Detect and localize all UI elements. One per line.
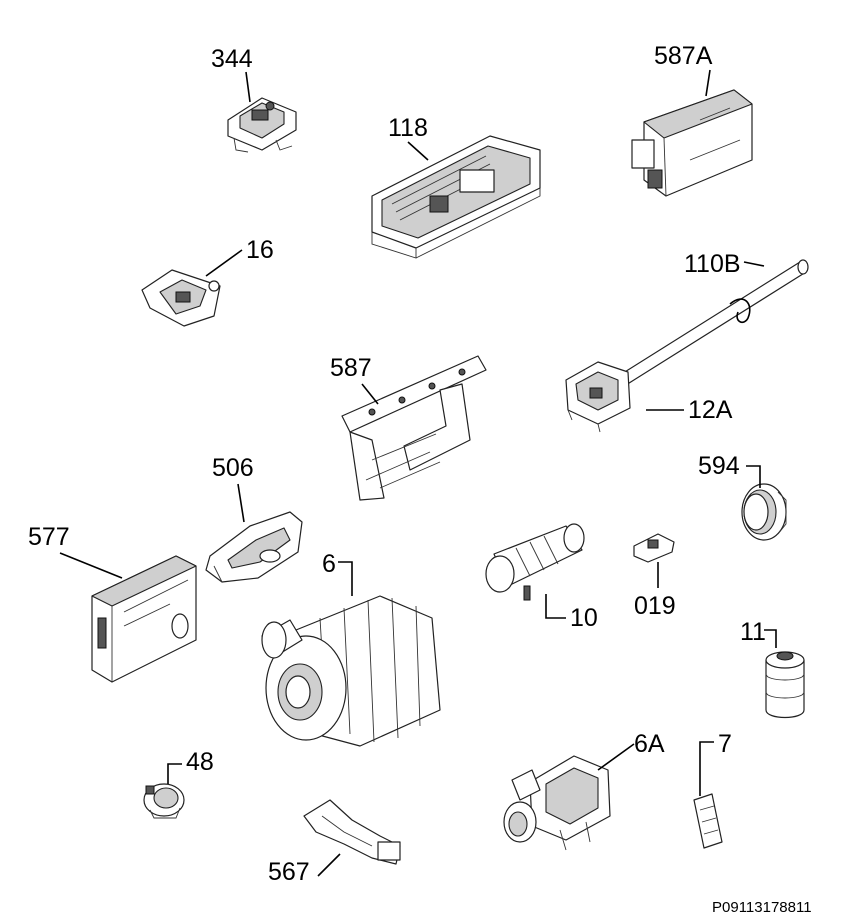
reference-number: P09113178811 [712, 899, 812, 916]
leader-48 [167, 763, 182, 784]
leader-16 [205, 249, 243, 277]
part-16-drawing [141, 269, 221, 327]
label-577: 577 [28, 523, 70, 551]
part-019-drawing [633, 533, 675, 563]
part-6-drawing [261, 595, 441, 747]
leader-587A [705, 69, 711, 97]
leader-567 [317, 853, 341, 877]
leader-6 [338, 561, 353, 596]
part-567-drawing [303, 799, 401, 865]
leader-506 [237, 483, 245, 523]
part-344-drawing [227, 97, 297, 153]
part-10-drawing [485, 523, 585, 601]
part-506-drawing [205, 511, 303, 583]
label-12A: 12A [688, 396, 733, 424]
leader-7 [699, 741, 714, 796]
part-11-drawing [765, 651, 805, 719]
label-567: 567 [268, 858, 310, 886]
label-6A: 6A [634, 730, 665, 758]
leader-6A [597, 743, 635, 771]
label-118: 118 [388, 114, 428, 142]
label-110B: 110B [684, 250, 741, 278]
label-16: 16 [246, 236, 274, 264]
part-7-drawing [693, 793, 723, 849]
leader-11 [764, 629, 777, 648]
label-019: 019 [634, 592, 676, 620]
label-48: 48 [186, 748, 214, 776]
label-587A: 587A [654, 42, 713, 70]
part-6A-drawing [503, 755, 611, 851]
label-587: 587 [330, 354, 372, 382]
label-10: 10 [570, 604, 598, 632]
part-12A-drawing [565, 361, 631, 433]
part-118-drawing [371, 135, 541, 259]
leader-110B [743, 261, 765, 267]
part-48-drawing [143, 783, 185, 819]
label-594: 594 [698, 452, 740, 480]
leader-587 [361, 383, 379, 405]
label-6: 6 [322, 550, 336, 578]
part-587A-drawing [631, 89, 753, 197]
part-110B-drawing [611, 259, 809, 391]
part-577-drawing [91, 555, 197, 683]
leader-10 [545, 594, 566, 619]
leader-118 [407, 141, 429, 161]
label-11: 11 [740, 618, 766, 646]
label-344: 344 [211, 45, 253, 73]
leader-577 [59, 552, 123, 579]
part-594-drawing [741, 483, 787, 541]
leader-344 [245, 71, 251, 103]
leader-594 [746, 465, 761, 488]
part-587-drawing [341, 355, 487, 501]
label-506: 506 [212, 454, 254, 482]
label-7: 7 [718, 730, 732, 758]
